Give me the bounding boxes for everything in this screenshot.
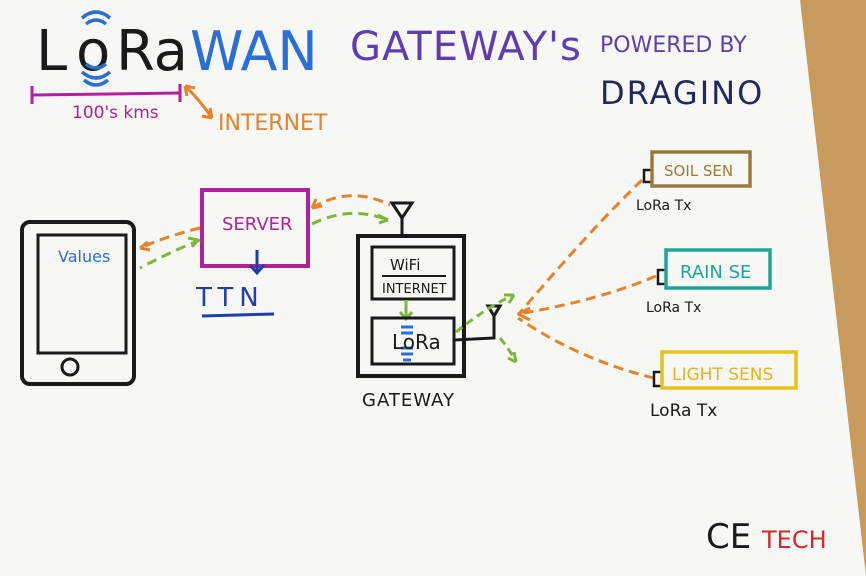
- gateway-box: [356, 234, 466, 378]
- phone-device: [20, 220, 136, 386]
- cetech-logo: CE TECH: [706, 517, 827, 557]
- rain-sensor-box: [664, 248, 772, 290]
- arrow-head-converge-icon: [517, 306, 531, 322]
- title-gateway: GATEWAY's: [350, 24, 582, 70]
- logo-letter-l: L: [36, 19, 67, 84]
- gateway-lora-module: [370, 316, 456, 366]
- phone-values-text: Values: [58, 247, 110, 266]
- title-powered-by: POWERED BY: [600, 33, 747, 58]
- arrow-head-to-phone-icon: [139, 240, 151, 252]
- sensor-rain: RAIN SE LoRa Tx: [646, 248, 772, 316]
- server-label: SERVER: [222, 214, 293, 235]
- gateway-caption: GATEWAY: [362, 390, 455, 411]
- internet-arrow-icon: [183, 84, 214, 120]
- lorawan-logo: L o Ra WAN: [36, 10, 318, 87]
- home-button-icon: [60, 357, 80, 377]
- gateway-wifi-label: WiFi: [390, 256, 420, 274]
- server-down-arrow-icon: [248, 250, 266, 276]
- arrow-head-lora-up-icon: [504, 293, 516, 304]
- arrow-head-to-server-icon: [187, 236, 200, 248]
- light-lora-tx: LoRa Tx: [650, 401, 717, 421]
- ttn-underline: [201, 312, 275, 318]
- cetech-tech: TECH: [761, 526, 827, 554]
- signal-waves-icon: [80, 10, 112, 87]
- soil-sensor-box: [650, 150, 752, 188]
- arrow-head-lora-down-icon: [507, 351, 518, 364]
- gateway-antenna-icon: [389, 201, 415, 236]
- sensor-light: LIGHT SENS LoRa Tx: [650, 350, 798, 421]
- light-sensor-label: LIGHT SENS: [672, 365, 773, 385]
- ttn-label: TTN: [195, 283, 265, 313]
- brand-dragino: DRAGINO: [600, 74, 764, 112]
- sensor-soil: SOIL SEN LoRa Tx: [636, 150, 752, 214]
- server-box: [200, 188, 310, 268]
- light-sensor-box: [660, 350, 798, 390]
- range-indicator: [30, 84, 182, 104]
- sensor-to-gateway-arrows: [516, 178, 657, 380]
- soil-lora-tx: LoRa Tx: [636, 198, 691, 214]
- rain-lora-tx: LoRa Tx: [646, 300, 701, 316]
- internet-label: INTERNET: [218, 111, 328, 136]
- cetech-ce: CE: [706, 517, 751, 557]
- soil-sensor-label: SOIL SEN: [664, 162, 733, 180]
- range-label: 100's kms: [72, 103, 159, 123]
- rain-sensor-label: RAIN SE: [680, 262, 751, 283]
- lora-signal-icon: [401, 325, 413, 362]
- arrow-head-to-server-2-icon: [310, 198, 323, 210]
- logo-wan: WAN: [190, 20, 318, 83]
- logo-letters-ra: Ra: [116, 19, 188, 84]
- arrow-head-to-gateway-icon: [377, 213, 389, 225]
- gateway-lora-label: LoRa: [392, 330, 441, 354]
- gateway-wifi-module: [370, 245, 456, 301]
- gateway-internet-label: INTERNET: [382, 282, 447, 297]
